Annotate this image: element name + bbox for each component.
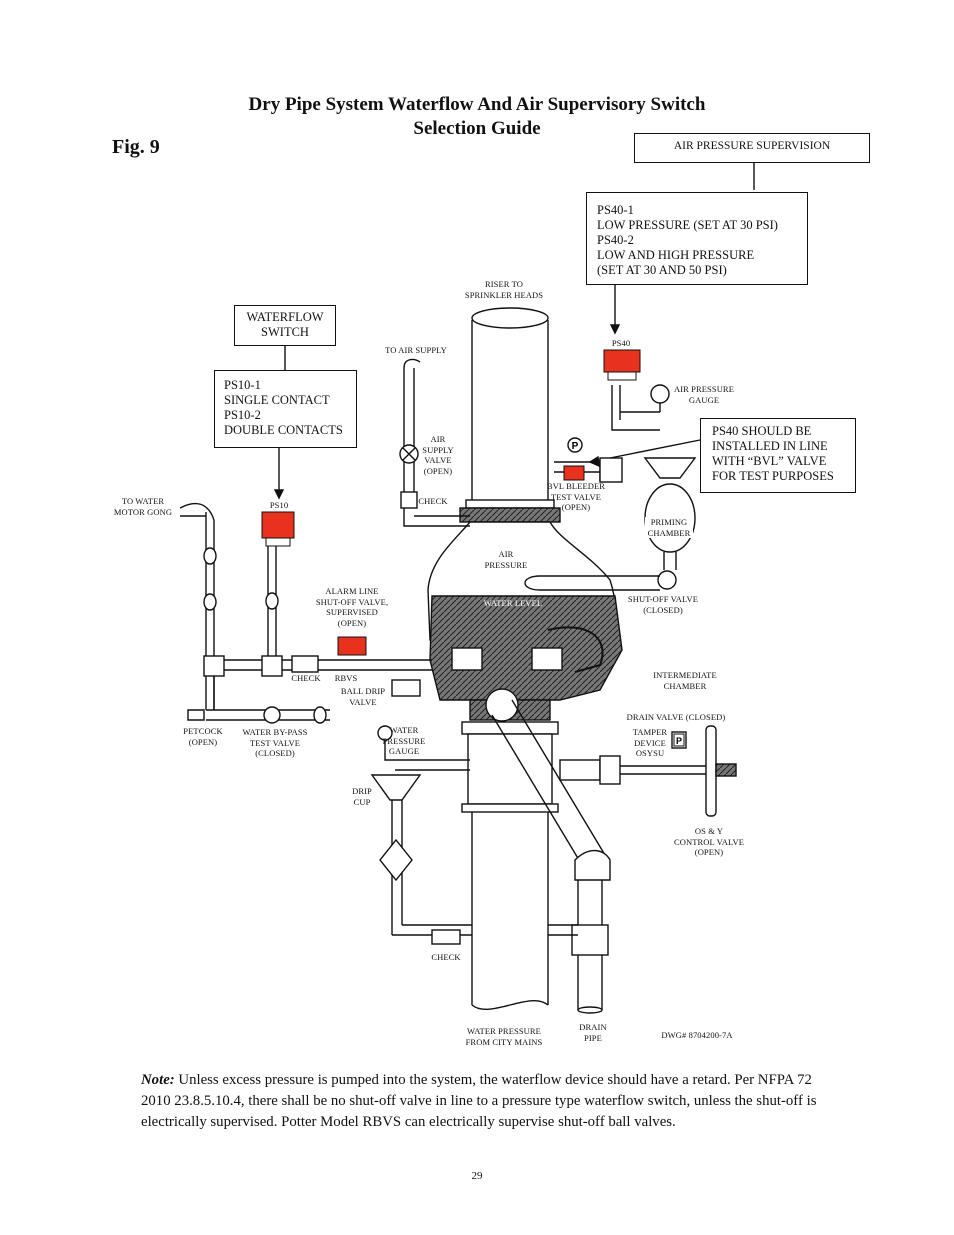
ps10-line: SINGLE CONTACT (224, 393, 330, 407)
note-label: Note: (141, 1072, 175, 1088)
waterflow-switch-box: WATERFLOW SWITCH (234, 305, 336, 346)
tamper-p-icon: P (676, 736, 682, 746)
check-mid-label: CHECK (291, 673, 321, 683)
ps40-label: PS40 (611, 338, 631, 348)
ps10-line: PS10-2 (224, 408, 261, 422)
air-pressure-supervision-box: AIR PRESSURE SUPERVISION (634, 133, 870, 163)
ps40-switch (603, 349, 641, 373)
note-text: Unless excess pressure is pumped into th… (141, 1072, 817, 1130)
p-symbol-icon (567, 437, 583, 453)
ps40-note-box: PS40 SHOULD BE INSTALLED IN LINE WITH “B… (700, 418, 856, 493)
ps40-note-line: INSTALLED IN LINE (712, 439, 828, 453)
rbvs-label: RBVS (334, 673, 358, 683)
page-subtitle: Selection Guide (413, 118, 541, 139)
ps40-note-line: PS40 SHOULD BE (712, 424, 812, 438)
ps40-note-line: WITH “BVL” VALVE (712, 454, 827, 468)
ps40-line: (SET AT 30 AND 50 PSI) (597, 263, 727, 277)
ps10-selection-box: PS10-1 SINGLE CONTACT PS10-2 DOUBLE CONT… (214, 370, 357, 448)
check-bottom-label: CHECK (431, 952, 461, 962)
ps40-line: PS40-2 (597, 233, 634, 247)
page-title: Dry Pipe System Waterflow And Air Superv… (248, 94, 706, 115)
ps40-line: LOW AND HIGH PRESSURE (597, 248, 755, 262)
p-symbol-text: P (572, 441, 579, 452)
shutoff-valve-label: SHUT-OFF VALVE(CLOSED) (627, 594, 699, 615)
ps40-note-line: FOR TEST PURPOSES (712, 469, 834, 483)
petcock-label: PETCOCK(OPEN) (183, 726, 223, 747)
page-number: 29 (471, 1170, 483, 1182)
waterflow-line: WATERFLOW (246, 310, 324, 324)
figure-label: Fig. 9 (112, 136, 160, 158)
rbvs-switch (337, 636, 367, 656)
ps10-line: DOUBLE CONTACTS (224, 423, 343, 437)
ps10-label: PS10 (269, 500, 289, 510)
ps40-line: LOW PRESSURE (SET AT 30 PSI) (597, 218, 778, 232)
drain-valve-label: DRAIN VALVE (CLOSED) (626, 712, 726, 722)
ps40-line: PS40-1 (597, 203, 634, 217)
drawing-number: DWG# 8704200-7A (661, 1030, 733, 1040)
check-top-label: CHECK (418, 496, 448, 506)
to-air-supply-label: TO AIR SUPPLY (385, 345, 447, 355)
ps10-switch (261, 511, 295, 539)
waterflow-line: SWITCH (261, 325, 309, 339)
bvl-valve (563, 465, 585, 481)
ps40-selection-box: PS40-1 LOW PRESSURE (SET AT 30 PSI) PS40… (586, 192, 808, 285)
ps10-line: PS10-1 (224, 378, 261, 392)
water-level-label: WATER LEVEL (483, 598, 543, 608)
note-paragraph: Note: Unless excess pressure is pumped i… (141, 1070, 841, 1133)
